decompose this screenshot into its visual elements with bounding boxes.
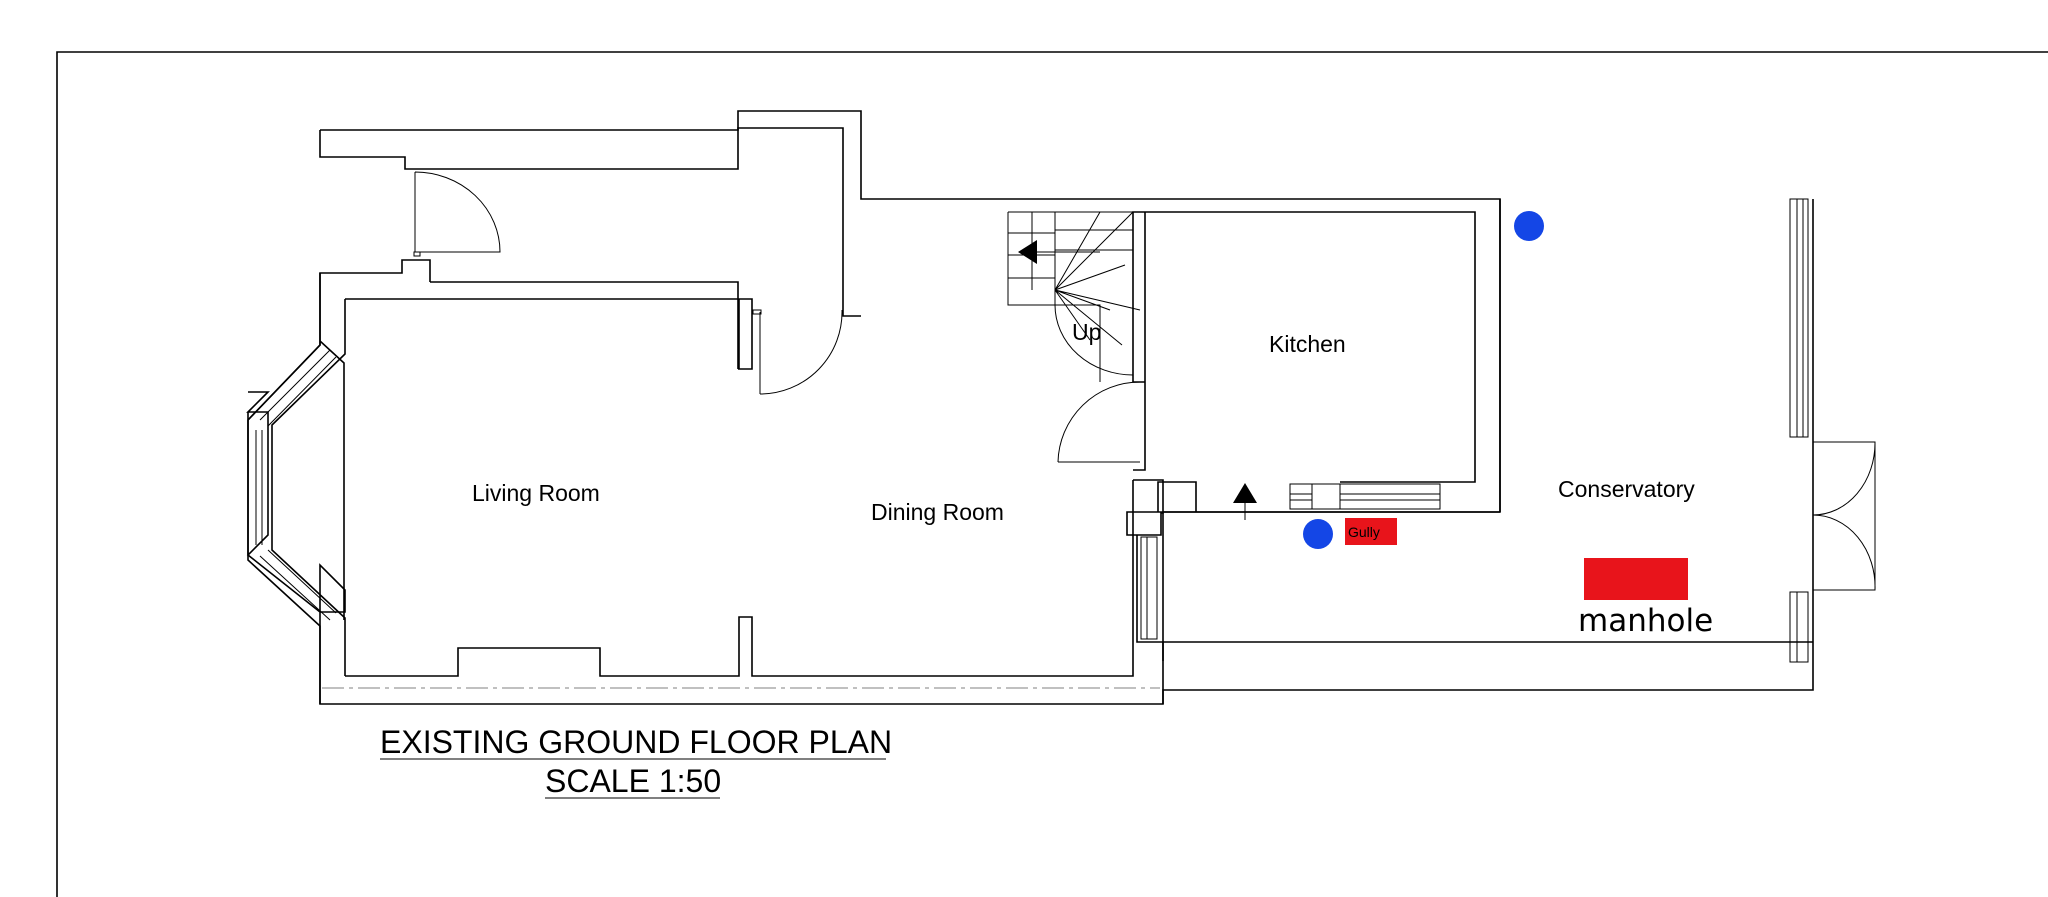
- windows: [255, 198, 1809, 663]
- hall-inner-walls: [345, 127, 861, 370]
- kitchen-door: [1057, 381, 1141, 463]
- kitchen-walls: [1132, 211, 1476, 512]
- up-arrow-icon: [1233, 483, 1257, 503]
- drain-marker-conservatory: [1514, 211, 1544, 241]
- manhole-label: manhole: [1578, 603, 1713, 639]
- conservatory-french-doors: [1812, 441, 1876, 591]
- dining-room-label: Dining Room: [871, 499, 1004, 525]
- gully-label: Gully: [1348, 524, 1380, 540]
- gully-marker: [1345, 518, 1397, 545]
- hall-door: [759, 309, 843, 395]
- bay-window-walls: [247, 273, 346, 704]
- front-door: [414, 171, 501, 253]
- staircase: Up: [1007, 211, 1141, 382]
- conservatory-label: Conservatory: [1558, 476, 1695, 502]
- outer-wall-outline: [246, 110, 1501, 705]
- drawing-scale: SCALE 1:50: [545, 763, 721, 799]
- entrance-arrow: [1233, 483, 1257, 520]
- kitchen-label: Kitchen: [1269, 331, 1346, 357]
- stair-label: Up: [1072, 319, 1101, 345]
- front-entrance-walls: [247, 130, 431, 620]
- living-dining-walls: [345, 299, 1134, 677]
- drain-marker-gully: [1303, 519, 1333, 549]
- stair-arrowhead-icon: [1018, 240, 1037, 264]
- manhole-marker: [1584, 558, 1688, 600]
- drawing-title: EXISTING GROUND FLOOR PLAN: [380, 724, 892, 760]
- living-room-label: Living Room: [472, 480, 600, 506]
- rear-extension-walls: [1162, 199, 1814, 704]
- sheet-border: [56, 51, 2048, 897]
